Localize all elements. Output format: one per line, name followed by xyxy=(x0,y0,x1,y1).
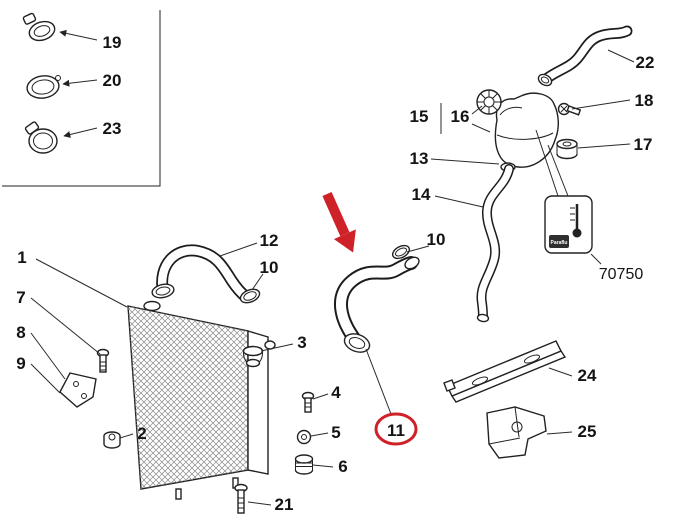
inset-frame xyxy=(2,10,161,187)
hose-ring-part-10-left xyxy=(239,288,261,304)
callout-5: 5 xyxy=(331,423,340,442)
callout-22: 22 xyxy=(636,53,655,72)
mounting-bracket-part-8-9 xyxy=(59,372,97,408)
callout-15: 15 xyxy=(410,107,429,126)
callout-13: 13 xyxy=(410,149,429,168)
hose-part-22 xyxy=(537,25,633,87)
support-bracket-part-24 xyxy=(443,340,567,403)
callout-9: 9 xyxy=(16,354,25,373)
callout-21: 21 xyxy=(275,495,294,514)
callout-19: 19 xyxy=(103,33,122,52)
callout-3: 3 xyxy=(297,333,306,352)
callout-8: 8 xyxy=(16,323,25,342)
expansion-tank-part-15 xyxy=(494,92,559,172)
support-bracket-part-25 xyxy=(486,406,547,459)
red-pointer-arrow xyxy=(322,191,356,253)
screw-part-18 xyxy=(557,102,582,116)
gasket-part-20 xyxy=(26,75,61,99)
callout-11: 11 xyxy=(387,421,405,440)
radiator xyxy=(127,300,276,500)
hose-part-14 xyxy=(476,164,514,323)
tank-cap-part-16 xyxy=(476,89,502,115)
callout-1: 1 xyxy=(17,248,26,267)
callout-17: 17 xyxy=(634,135,653,154)
bolt-part-4 xyxy=(301,391,315,413)
hose-part-12 xyxy=(151,244,252,303)
grommet-part-17 xyxy=(556,138,578,160)
hose-clamp-part-19 xyxy=(22,12,56,42)
nut-part-2 xyxy=(103,431,121,449)
callout-10-left: 10 xyxy=(260,258,279,277)
washer-part-5 xyxy=(296,429,312,445)
hose-ring-part-10-right xyxy=(391,244,411,260)
callout-20: 20 xyxy=(103,71,122,90)
callout-10-right: 10 xyxy=(427,230,446,249)
callout-24: 24 xyxy=(578,366,597,385)
part-code-label: 70750 xyxy=(599,266,644,283)
rubber-bushing-part-6 xyxy=(294,454,314,475)
coolant-spec-badge: Paraflu xyxy=(544,195,593,254)
hose-clamp-part-23 xyxy=(24,121,58,154)
callout-7: 7 xyxy=(16,288,25,307)
callout-12: 12 xyxy=(260,231,279,250)
callout-16: 16 xyxy=(451,107,470,126)
callout-2: 2 xyxy=(137,424,146,443)
red-highlight-ellipse xyxy=(374,412,418,446)
leader-lines xyxy=(30,29,635,506)
badge-brand-text: Paraflu xyxy=(551,240,568,246)
bolt-part-21 xyxy=(234,483,248,514)
coolant-thermometer-icon xyxy=(570,204,582,238)
callout-18: 18 xyxy=(635,91,654,110)
callout-4: 4 xyxy=(331,383,341,402)
callouts: 19 20 23 1 7 8 9 2 12 10 3 4 5 6 21 11 1… xyxy=(16,33,654,514)
bolt-part-7 xyxy=(96,348,110,373)
callout-25: 25 xyxy=(578,422,597,441)
rubber-mount-part-3 xyxy=(242,345,264,368)
callout-14: 14 xyxy=(412,185,431,204)
hose-part-11 xyxy=(334,256,420,353)
callout-23: 23 xyxy=(103,119,122,138)
callout-6: 6 xyxy=(338,457,347,476)
